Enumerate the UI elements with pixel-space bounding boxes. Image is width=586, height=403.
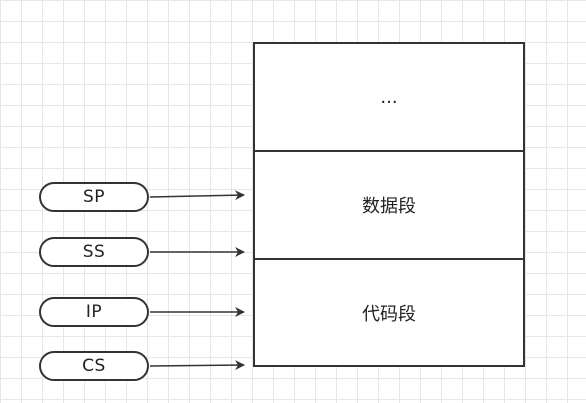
register-label: IP: [85, 302, 103, 322]
memory-segment-ellipsis: ...: [253, 42, 525, 152]
register-ip: IP: [39, 297, 149, 327]
register-ss: SS: [39, 237, 149, 267]
register-sp: SP: [39, 182, 149, 212]
register-label: CS: [82, 356, 106, 376]
arrow-sp: [149, 190, 245, 201]
segment-label: ...: [380, 86, 398, 108]
memory-segment-code: 代码段: [253, 258, 525, 367]
register-cs: CS: [39, 351, 149, 381]
register-label: SS: [82, 242, 106, 262]
arrow-cs: [149, 360, 245, 371]
register-label: SP: [82, 187, 106, 207]
memory-segment-data: 数据段: [253, 150, 525, 260]
segment-label: 数据段: [362, 196, 416, 217]
segment-label: 代码段: [362, 303, 416, 325]
